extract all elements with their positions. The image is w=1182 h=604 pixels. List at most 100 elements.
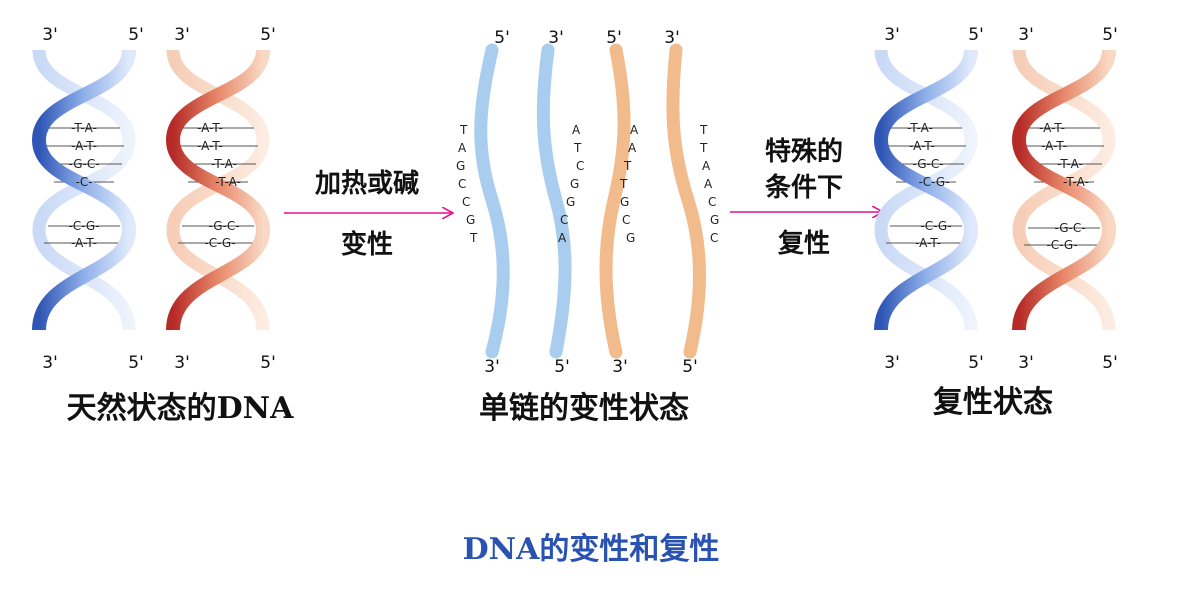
helix-pair-labels: -A-T- -A-T- -T-A- -T-A- -G-C- -C-G- xyxy=(197,121,241,250)
renatured-red-helix: -A-T- -A-T- -T-A- -T-A- -G-C- -C-G- 3' 5… xyxy=(1011,25,1118,373)
strand-end-label: 3' xyxy=(42,25,58,45)
base-letter: G xyxy=(466,213,475,227)
base-pair-label: -G-C- xyxy=(1054,221,1085,235)
base-pair-label: -A-T- xyxy=(197,139,223,153)
base-letter: G xyxy=(566,195,575,209)
strand-end-label: 3' xyxy=(884,25,900,45)
base-letter: G xyxy=(626,231,635,245)
strand-end-label: 3' xyxy=(42,353,58,373)
base-letter: G xyxy=(456,159,465,173)
strand-end-label: 3' xyxy=(174,353,190,373)
native-red-helix: -A-T- -A-T- -T-A- -T-A- -G-C- -C-G- 3' 5… xyxy=(165,25,276,373)
base-letter: A xyxy=(458,141,467,155)
helix-pair-labels: -T-A- -A-T- -G-C- -C-G- -C-G- -A-T- xyxy=(907,121,951,250)
denatured-state-label: 单链的变性状态 xyxy=(479,391,689,426)
renatured-blue-helix: -T-A- -A-T- -G-C- -C-G- -C-G- -A-T- 3' 5… xyxy=(873,25,984,373)
denature-step: 加热或碱 变性 xyxy=(284,169,452,260)
strand-end-label: 5' xyxy=(554,357,570,377)
strand-end-label: 5' xyxy=(968,25,984,45)
renature-condition-label-2: 条件下 xyxy=(765,173,843,203)
base-letter: C xyxy=(458,177,466,191)
base-letter: A xyxy=(572,123,581,137)
strand-end-label: 5' xyxy=(968,353,984,373)
base-letter: C xyxy=(462,195,470,209)
single-strand-4: T T A A C G C 3' 5' xyxy=(664,28,719,377)
strand-end-label: 3' xyxy=(548,28,564,48)
single-strand-2: A T C G G C A 3' 5' xyxy=(536,28,584,377)
strand-end-label: 5' xyxy=(260,353,276,373)
base-pair-label: -C-G- xyxy=(1046,238,1077,252)
base-letter: T xyxy=(699,141,708,155)
base-pair-label: -A-T- xyxy=(197,121,223,135)
single-strand-1: T A G C C G T 5' 3' xyxy=(456,28,510,377)
base-letter: A xyxy=(630,123,639,137)
base-letter: G xyxy=(710,213,719,227)
base-pair-label: -C- xyxy=(75,175,92,189)
base-pair-label: -T-A- xyxy=(1063,175,1089,189)
strand-end-label: 5' xyxy=(606,28,622,48)
renature-condition-label-1: 特殊的 xyxy=(765,136,843,167)
strand-end-label: 3' xyxy=(664,28,680,48)
strand-end-label: 5' xyxy=(1102,25,1118,45)
base-pair-label: -A-T- xyxy=(915,236,941,250)
helix-pair-labels: -T-A- -A-T- -G-C- -C- -C-G- -A-T- xyxy=(68,121,99,250)
renature-result-label: 复性 xyxy=(778,229,830,259)
strand-end-label: 3' xyxy=(884,353,900,373)
base-letter: T xyxy=(573,141,582,155)
single-strand xyxy=(536,43,572,359)
base-letter: C xyxy=(560,213,568,227)
renatured-state-label: 复性状态 xyxy=(933,385,1053,420)
strand-bases: T T A A C G C xyxy=(699,123,719,245)
base-letter: G xyxy=(620,195,629,209)
base-letter: T xyxy=(619,177,628,191)
base-letter: G xyxy=(570,177,579,191)
strand-end-label: 5' xyxy=(682,357,698,377)
denature-condition-label: 加热或碱 xyxy=(315,169,419,199)
base-letter: A xyxy=(702,159,711,173)
base-letter: T xyxy=(469,231,478,245)
strand-bases: T A G C C G T xyxy=(456,123,478,245)
base-pair-label: -G-C- xyxy=(208,219,239,233)
strand-end-label: 5' xyxy=(1102,353,1118,373)
strand-end-label: 3' xyxy=(1018,25,1034,45)
base-pair-label: -T-A- xyxy=(1057,157,1083,171)
base-pair-label: -T-A- xyxy=(907,121,933,135)
denatured-group: T A G C C G T 5' 3' A T C G G C A 3 xyxy=(456,28,719,426)
base-pair-label: -T-A- xyxy=(215,175,241,189)
base-letter: C xyxy=(576,159,584,173)
native-blue-helix: -T-A- -A-T- -G-C- -C- -C-G- -A-T- 3' 5' … xyxy=(31,25,144,373)
native-state-label: 天然状态的DNA xyxy=(67,391,294,426)
helix-front-strand xyxy=(873,49,979,331)
base-pair-label: -A-T- xyxy=(909,139,935,153)
native-dna-group: -T-A- -A-T- -G-C- -C- -C-G- -A-T- 3' 5' … xyxy=(31,25,294,426)
base-pair-label: -A-T- xyxy=(1039,121,1065,135)
base-letter: T xyxy=(699,123,708,137)
base-letter: A xyxy=(628,141,637,155)
base-letter: A xyxy=(704,177,713,191)
strand-end-label: 5' xyxy=(128,25,144,45)
base-letter: T xyxy=(623,159,632,173)
helix-front-strand xyxy=(1011,49,1117,331)
base-pair-label: -G-C- xyxy=(912,157,943,171)
base-pair-label: -C-G- xyxy=(204,236,235,250)
single-strand xyxy=(599,43,631,359)
denature-result-label: 变性 xyxy=(341,229,393,260)
strand-bases: A T C G G C A xyxy=(558,123,584,245)
base-pair-label: -C-G- xyxy=(68,219,99,233)
base-letter: T xyxy=(459,123,468,137)
base-pair-label: -T-A- xyxy=(71,121,97,135)
base-letter: A xyxy=(558,231,567,245)
figure-caption: DNA的变性和复性 xyxy=(463,532,720,567)
base-letter: C xyxy=(622,213,630,227)
base-pair-label: -A-T- xyxy=(1041,139,1067,153)
base-letter: C xyxy=(708,195,716,209)
base-pair-label: -A-T- xyxy=(71,236,97,250)
single-strand xyxy=(474,43,510,359)
strand-end-label: 5' xyxy=(128,353,144,373)
strand-bases: A A T T G C G xyxy=(619,123,639,245)
base-letter: C xyxy=(710,231,718,245)
strand-end-label: 5' xyxy=(494,28,510,48)
helix-pair-labels: -A-T- -A-T- -T-A- -T-A- -G-C- -C-G- xyxy=(1039,121,1089,252)
strand-end-label: 3' xyxy=(484,357,500,377)
